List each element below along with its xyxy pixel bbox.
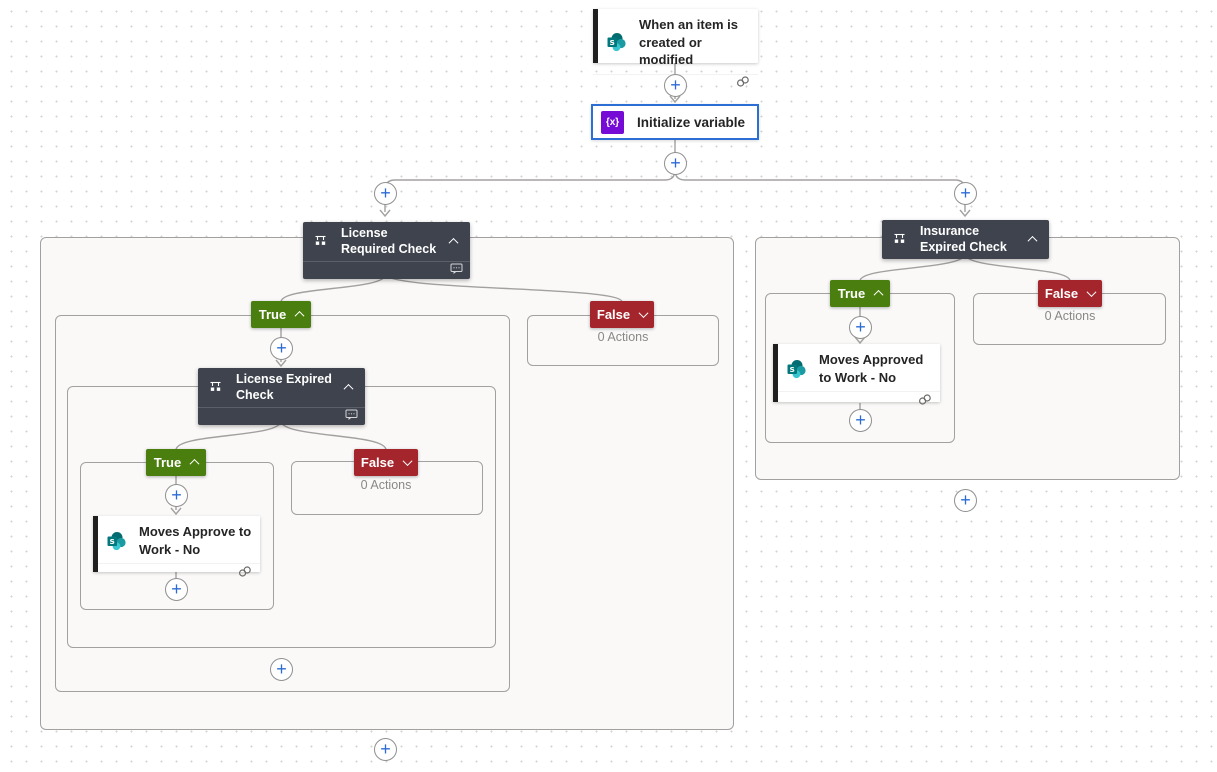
condition-insurance-expired-check[interactable]: Insurance Expired Check bbox=[882, 220, 1049, 259]
true-label: True bbox=[258, 307, 287, 322]
sharepoint-icon: s bbox=[107, 531, 127, 551]
comment-icon[interactable] bbox=[450, 261, 463, 279]
action-card-initialize-variable[interactable]: {x} Initialize variable bbox=[591, 104, 759, 140]
insurance-expired-false-badge[interactable]: False bbox=[1038, 280, 1102, 307]
connection-icon bbox=[238, 564, 252, 582]
action-card-moves-approve-to-work-no[interactable]: s Moves Approve to Work - No bbox=[93, 516, 260, 577]
add-step-button-after-moves-approved[interactable] bbox=[849, 409, 872, 432]
svg-text:s: s bbox=[610, 38, 615, 48]
collapse-button[interactable] bbox=[1023, 235, 1041, 246]
license-expired-true-badge[interactable]: True bbox=[146, 449, 206, 476]
condition-icon bbox=[208, 380, 224, 394]
initialize-variable-label: Initialize variable bbox=[637, 114, 746, 130]
add-step-button-before-license-expired[interactable] bbox=[270, 337, 293, 360]
card-accent-bar bbox=[593, 9, 598, 63]
connection-icon bbox=[918, 392, 932, 410]
collapse-button[interactable] bbox=[444, 237, 462, 248]
condition-license-expired-check[interactable]: License Expired Check bbox=[198, 368, 365, 425]
action-card-moves-approved-to-work-no[interactable]: s Moves Approved to Work - No bbox=[773, 344, 940, 405]
license-expired-false-badge[interactable]: False bbox=[354, 449, 418, 476]
sharepoint-icon: s bbox=[787, 359, 807, 379]
sharepoint-icon: s bbox=[607, 32, 627, 52]
action-title: Moves Approved to Work - No bbox=[819, 352, 924, 385]
add-step-button-before-license-required[interactable] bbox=[374, 182, 397, 205]
license-required-false-actions-count: 0 Actions bbox=[597, 330, 649, 344]
license-required-true-badge[interactable]: True bbox=[251, 301, 311, 328]
chevron-up-icon bbox=[343, 383, 353, 394]
false-label: False bbox=[596, 307, 631, 322]
condition-title: License Expired Check bbox=[236, 372, 332, 403]
chevron-down-icon bbox=[402, 456, 413, 467]
trigger-card-when-item-created-or-modified[interactable]: s When an item is created or modified bbox=[593, 9, 758, 87]
svg-text:s: s bbox=[110, 537, 115, 547]
add-step-button-after-trigger[interactable] bbox=[664, 74, 687, 97]
card-accent-bar bbox=[93, 516, 98, 572]
connection-icon bbox=[736, 74, 750, 92]
add-step-button-before-insurance-expired[interactable] bbox=[954, 182, 977, 205]
add-step-button-before-moves-approved[interactable] bbox=[849, 316, 872, 339]
chevron-down-icon bbox=[1086, 287, 1097, 298]
condition-icon bbox=[892, 232, 908, 246]
svg-text:s: s bbox=[790, 365, 795, 375]
action-title: Moves Approve to Work - No bbox=[139, 524, 252, 557]
variable-icon: {x} bbox=[601, 110, 624, 134]
chevron-up-icon bbox=[448, 237, 458, 248]
card-accent-bar bbox=[773, 344, 778, 402]
license-expired-false-actions-count: 0 Actions bbox=[360, 478, 412, 492]
chevron-down-icon bbox=[638, 308, 649, 319]
add-step-button-after-moves-approve[interactable] bbox=[165, 578, 188, 601]
add-step-button-after-initialize[interactable] bbox=[664, 152, 687, 175]
condition-title: License Required Check bbox=[341, 226, 437, 257]
insurance-expired-true-badge[interactable]: True bbox=[830, 280, 890, 307]
connector-split-left bbox=[384, 140, 676, 212]
add-step-button-after-insurance-expired-scope[interactable] bbox=[954, 489, 977, 512]
condition-title: Insurance Expired Check bbox=[920, 224, 1007, 255]
arrowhead-icon bbox=[959, 209, 971, 218]
true-label: True bbox=[837, 286, 866, 301]
true-label: True bbox=[153, 455, 182, 470]
collapse-button[interactable] bbox=[339, 383, 357, 394]
arrowhead-icon bbox=[379, 209, 391, 218]
chevron-up-icon bbox=[189, 458, 200, 469]
add-step-button-before-moves-approve[interactable] bbox=[165, 484, 188, 507]
license-required-false-badge[interactable]: False bbox=[590, 301, 654, 328]
trigger-title: When an item is created or modified bbox=[639, 17, 738, 68]
insurance-expired-false-actions-count: 0 Actions bbox=[1044, 309, 1096, 323]
false-label: False bbox=[1044, 286, 1079, 301]
comment-icon[interactable] bbox=[345, 407, 358, 425]
false-label: False bbox=[360, 455, 395, 470]
add-step-button-after-license-expired-scope[interactable] bbox=[270, 658, 293, 681]
condition-license-required-check[interactable]: License Required Check bbox=[303, 222, 470, 279]
chevron-up-icon bbox=[1027, 235, 1037, 246]
connector-split-right bbox=[674, 169, 966, 212]
chevron-up-icon bbox=[294, 310, 305, 321]
chevron-up-icon bbox=[873, 289, 884, 300]
add-step-button-after-license-required-scope[interactable] bbox=[374, 738, 397, 761]
condition-icon bbox=[313, 234, 329, 248]
